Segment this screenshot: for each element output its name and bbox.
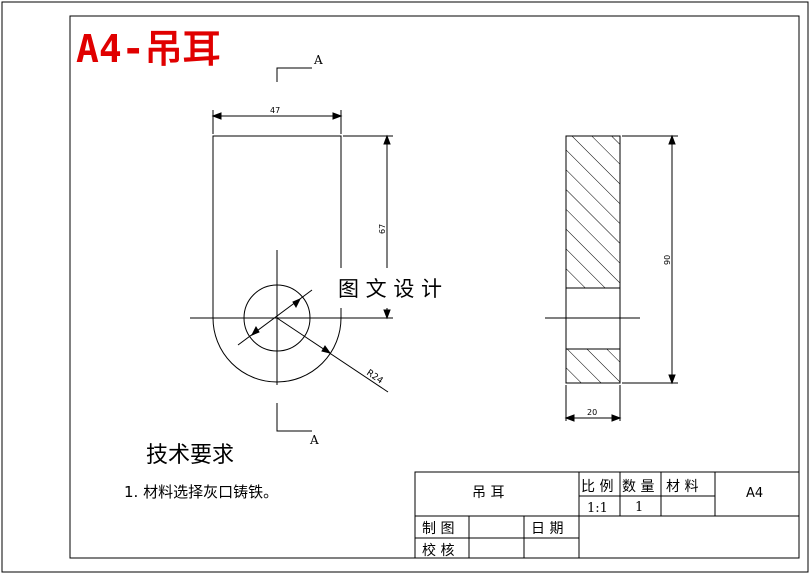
requirements-item-1: 1. 材料选择灰口铸铁。 — [124, 483, 278, 501]
watermark-band — [318, 268, 486, 308]
drawing-title: A4-吊耳 — [76, 27, 221, 71]
sheet-size: A4 — [746, 486, 763, 501]
checked-label: 校 核 — [422, 542, 454, 559]
watermark-text: 图 文 设 计 — [338, 277, 442, 301]
dim-radius-text: R24 — [364, 368, 384, 386]
dim-side-width-text: 20 — [587, 408, 597, 417]
side-view — [545, 134, 678, 422]
scale-label: 比 例 — [581, 479, 613, 495]
title-block — [414, 471, 800, 559]
front-outline — [212, 135, 342, 383]
section-mark-top — [276, 67, 312, 82]
side-hatch-top — [565, 135, 621, 289]
part-name: 吊 耳 — [472, 485, 504, 501]
quantity-value: 1 — [635, 500, 643, 515]
dim-height-text: 67 — [378, 224, 387, 234]
section-label-top: A — [313, 53, 323, 67]
dim-width-text: 47 — [270, 106, 280, 115]
front-view — [190, 67, 393, 432]
drawn-label: 制 图 — [422, 521, 454, 537]
date-label: 日 期 — [531, 521, 563, 537]
section-label-bottom: A — [309, 433, 319, 447]
radius-leader — [276, 317, 389, 393]
side-hatch-bottom — [565, 348, 621, 384]
material-label: 材 料 — [666, 479, 698, 495]
quantity-label: 数 量 — [622, 479, 654, 495]
side-outline — [565, 135, 621, 384]
requirements-heading: 技术要求 — [146, 443, 234, 468]
scale-value: 1:1 — [587, 501, 608, 516]
dim-side-height-text: 90 — [663, 255, 672, 265]
section-mark-bottom — [276, 403, 312, 432]
